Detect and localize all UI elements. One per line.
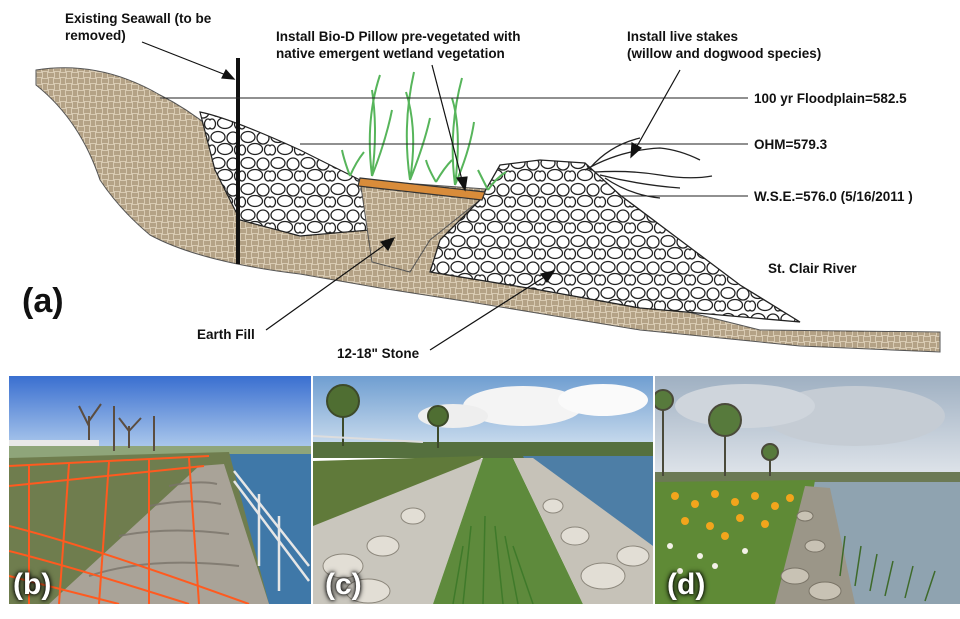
photo-c-scene xyxy=(313,376,653,604)
wse-label: W.S.E.=576.0 (5/16/2011 ) xyxy=(754,189,913,204)
stone-arrowhead xyxy=(539,270,556,284)
earth-fill-leader xyxy=(265,243,387,331)
earth-fill-label: Earth Fill xyxy=(197,327,255,342)
stone-berm xyxy=(429,159,801,323)
seawall-arrowhead xyxy=(221,68,236,80)
photo-d-scene xyxy=(655,376,960,604)
live-stakes-label: Install live stakes (willow and dogwood … xyxy=(627,29,822,61)
stone-leader xyxy=(429,275,547,351)
seawall-label: Existing Seawall (to be removed) xyxy=(65,11,212,43)
photo-c: (c) xyxy=(313,376,653,604)
live-stakes xyxy=(584,137,713,199)
photo-b: (b) xyxy=(9,376,311,604)
cross-section-diagram: Existing Seawall (to be removed) Install… xyxy=(22,11,941,361)
upper-rock-slope xyxy=(199,111,371,237)
river-label: St. Clair River xyxy=(768,261,857,276)
biod-pillow-label: Install Bio-D Pillow pre-vegetated with … xyxy=(276,29,521,61)
panel-a-letter: (a) xyxy=(22,282,64,320)
ohm-label: OHM=579.3 xyxy=(754,137,828,152)
biod-pillow xyxy=(357,177,486,201)
existing-seawall xyxy=(236,58,240,264)
photo-d: (d) xyxy=(655,376,960,604)
stakes-leader xyxy=(635,69,681,149)
biod-arrowhead xyxy=(455,176,468,192)
floodplain-label: 100 yr Floodplain=582.5 xyxy=(754,91,907,106)
photo-d-letter: (d) xyxy=(667,568,706,601)
photo-b-letter: (b) xyxy=(13,568,52,601)
stone-label: 12-18" Stone xyxy=(337,346,420,361)
wetland-vegetation xyxy=(341,71,507,191)
stakes-arrowhead xyxy=(630,142,643,159)
earth-fill-arrowhead xyxy=(379,237,396,252)
photo-b-scene xyxy=(9,376,311,604)
photo-c-letter: (c) xyxy=(325,568,362,601)
biod-leader xyxy=(431,64,463,181)
cross-section-svg xyxy=(35,41,941,353)
seawall-leader xyxy=(141,41,227,76)
